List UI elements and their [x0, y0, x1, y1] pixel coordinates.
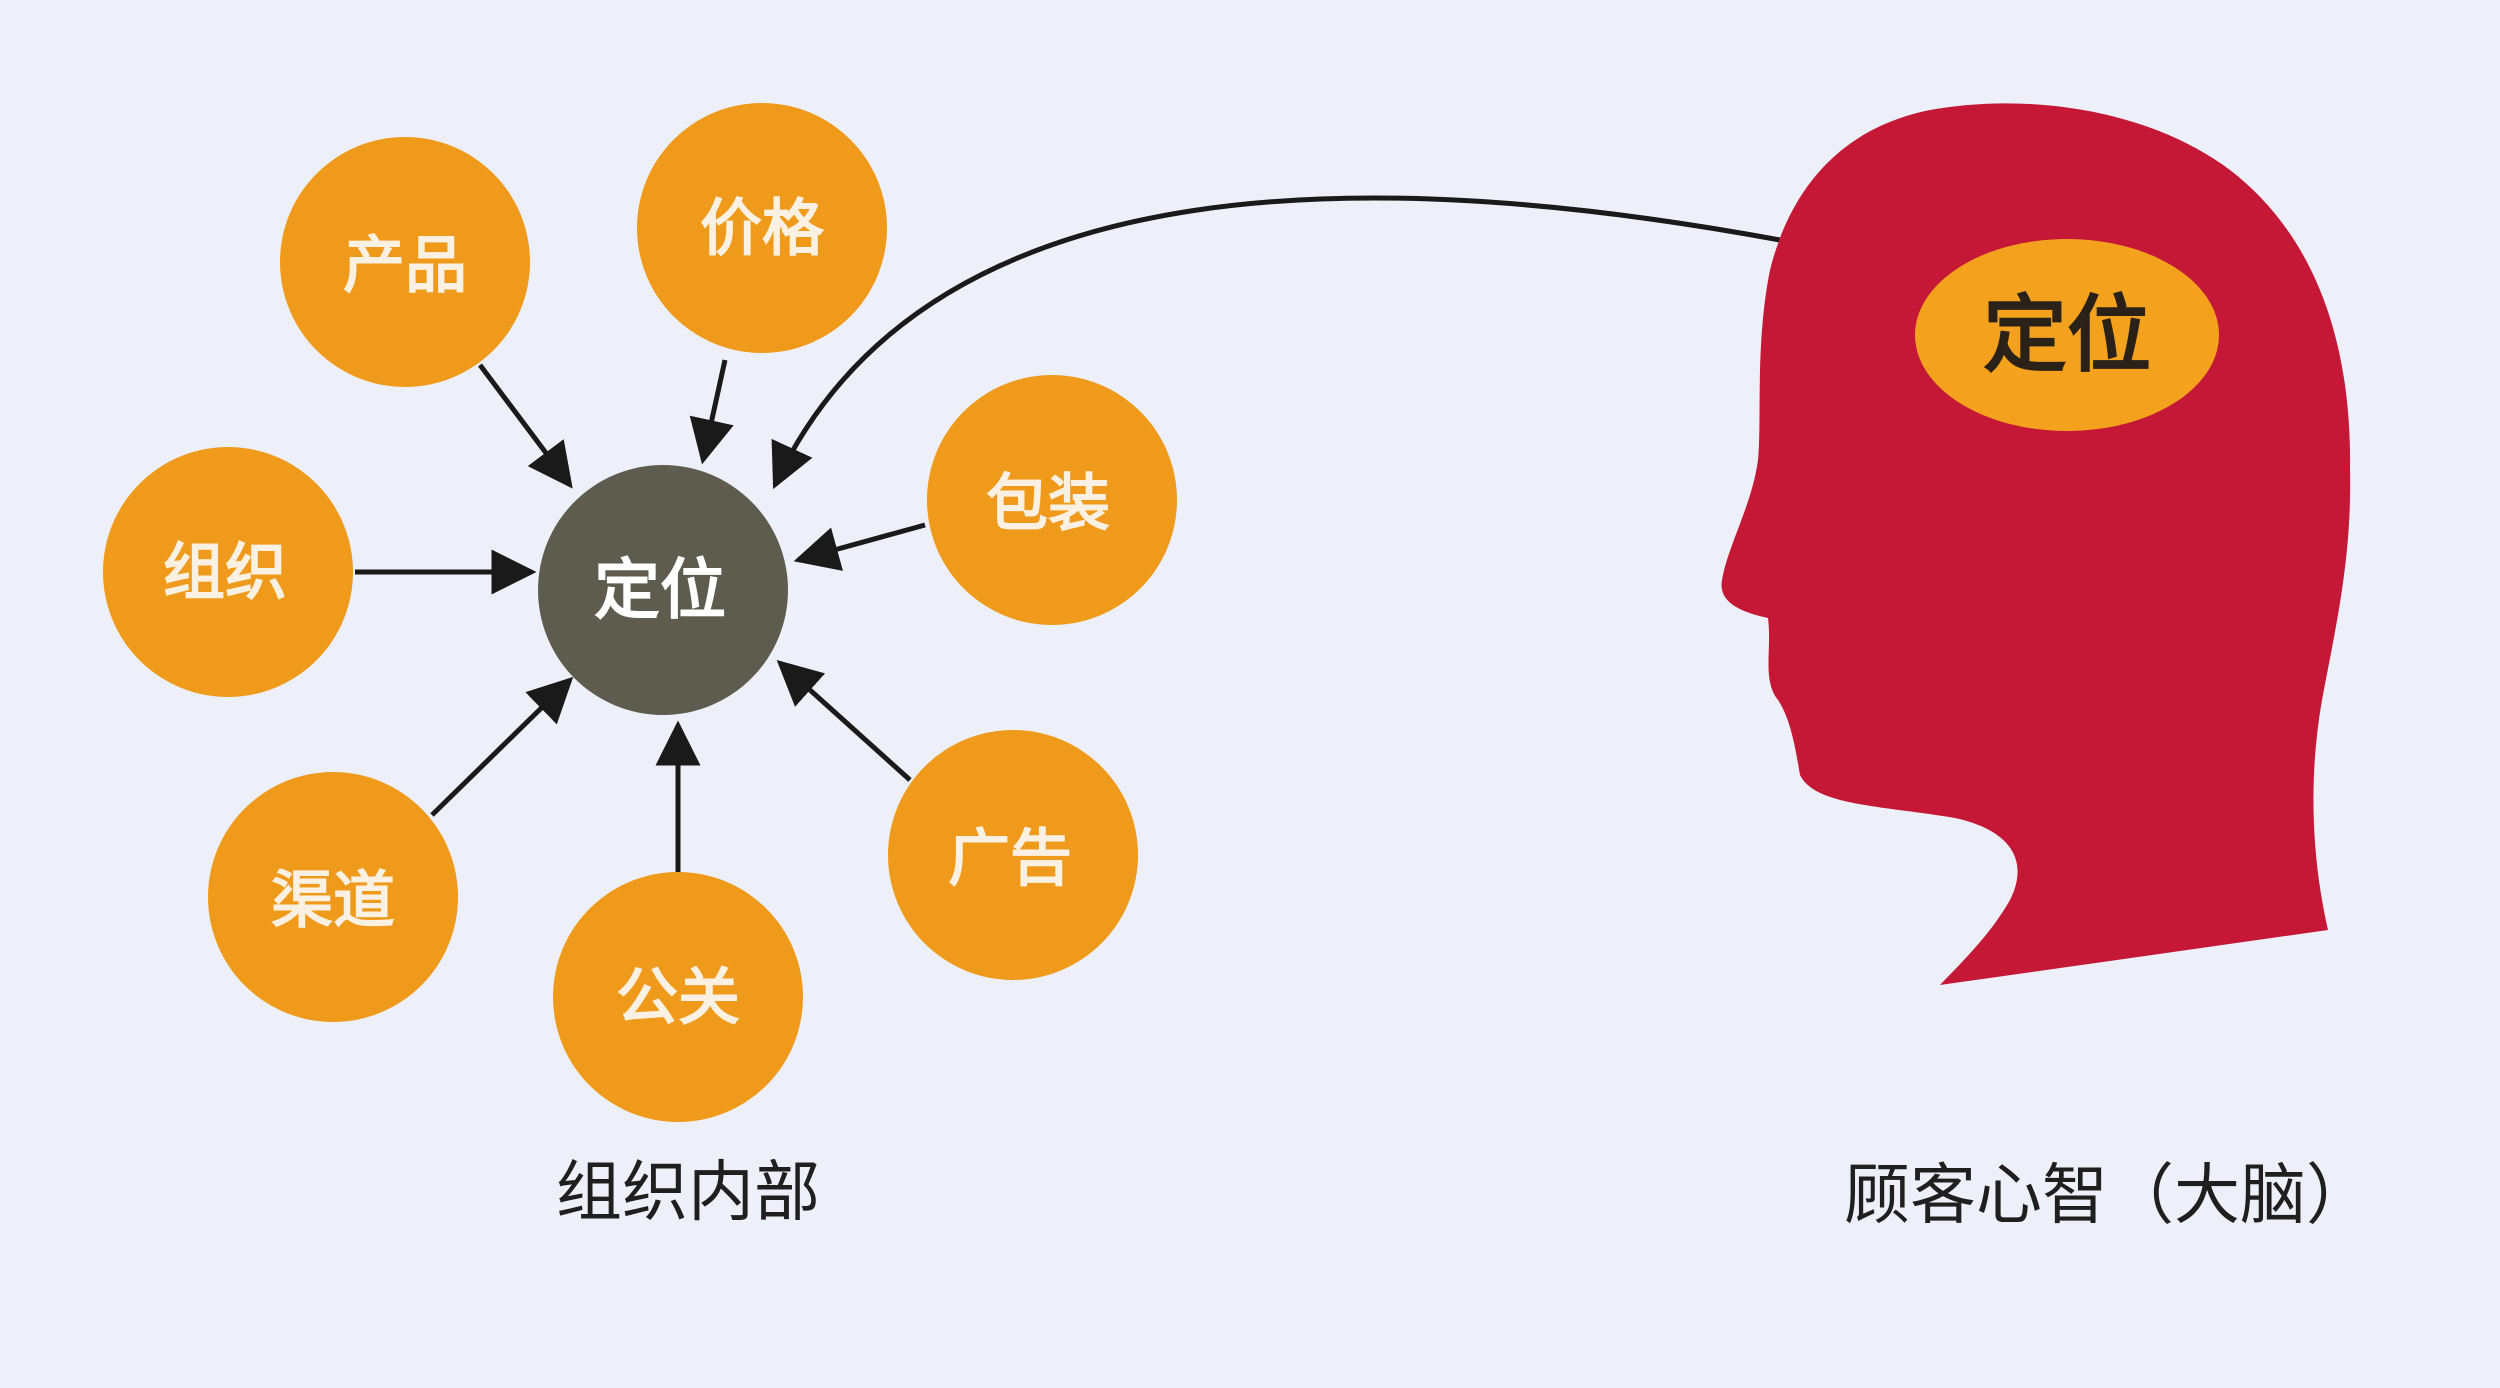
head-silhouette [1721, 103, 2351, 985]
factor-node-price: 价格 [637, 103, 887, 353]
factor-node-product: 产品 [280, 137, 530, 387]
factor-node-pr: 公关 [553, 872, 803, 1122]
arrow-price-to-center [689, 359, 734, 465]
arrow-advertising-to-center [776, 659, 912, 782]
center-label: 定位 [594, 552, 726, 629]
factor-label-packaging: 包装 [986, 467, 1110, 540]
caption-customer-mind: 顾客心智（大脑） [1844, 1157, 2372, 1234]
factor-label-advertising: 广告 [948, 822, 1072, 895]
factor-node-organization: 组织 [103, 447, 353, 697]
factor-label-channel: 渠道 [271, 864, 395, 937]
brain-label: 定位 [1983, 286, 2151, 384]
arrow-mind-to-center [771, 195, 1781, 490]
factor-node-channel: 渠道 [208, 772, 458, 1022]
factor-label-organization: 组织 [163, 536, 287, 609]
caption-organization-internal: 组织内部 [556, 1154, 820, 1231]
arrow-product-to-center [478, 363, 573, 489]
factor-node-packaging: 包装 [927, 375, 1177, 625]
factor-arrows [355, 359, 926, 875]
brain-positioning: 定位 [1915, 239, 2219, 431]
arrow-packaging-to-center [793, 522, 926, 571]
factor-label-price: 价格 [700, 192, 825, 265]
factor-node-advertising: 广告 [888, 730, 1138, 980]
center-node: 定位 [538, 465, 788, 715]
factor-label-pr: 公关 [616, 961, 740, 1034]
factor-label-product: 产品 [343, 229, 467, 302]
arrow-channel-to-center [430, 676, 574, 817]
